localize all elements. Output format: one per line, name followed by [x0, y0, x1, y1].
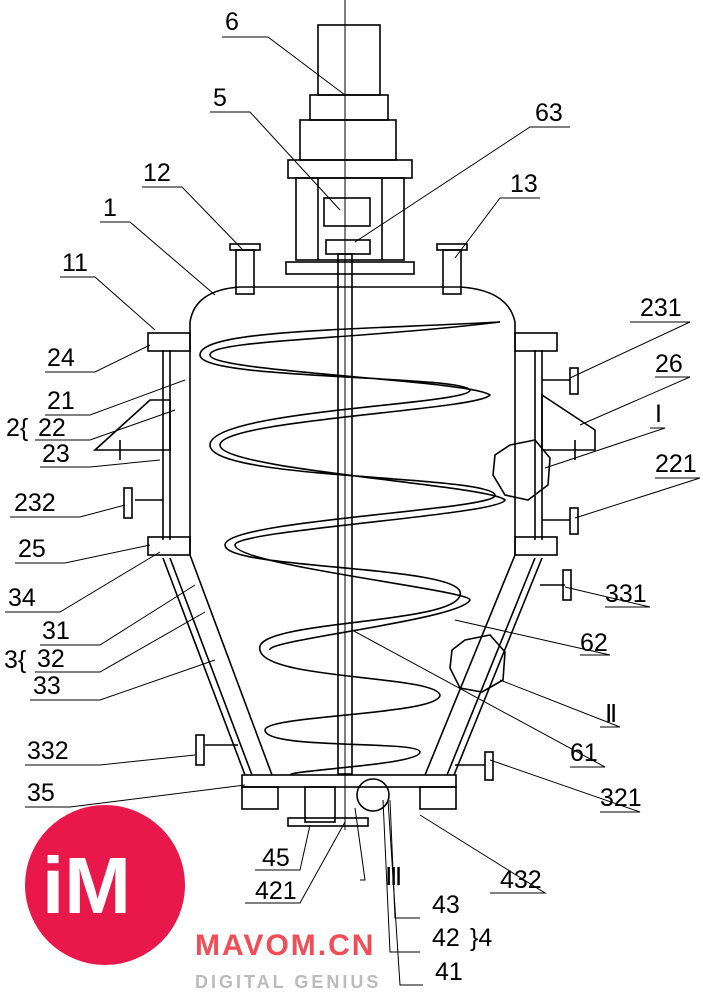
watermark-logo: [25, 805, 185, 965]
nozzle-13: [436, 243, 468, 295]
label-11: 11: [62, 249, 88, 277]
seal: [325, 239, 371, 255]
label-32: 32: [37, 645, 65, 673]
label-I: I: [655, 400, 662, 428]
label-4: }4: [470, 924, 492, 952]
label-6: 6: [225, 8, 239, 36]
label-42: 42: [432, 924, 460, 952]
label-3: 3{: [4, 646, 26, 674]
label-2: 2{: [6, 414, 28, 442]
label-62: 62: [580, 629, 608, 657]
watermark: iM MAVOM.CN DIGITAL GENIUS: [25, 805, 381, 992]
label-12: 12: [143, 159, 171, 187]
label-22: 22: [38, 414, 66, 442]
label-332: 332: [27, 737, 69, 765]
label-13: 13: [510, 170, 538, 198]
watermark-tagline: DIGITAL GENIUS: [195, 972, 381, 992]
label-33: 33: [33, 672, 61, 700]
leader-lines: [5, 36, 701, 986]
label-432: 432: [500, 866, 542, 894]
label-232: 232: [14, 489, 56, 517]
label-21: 21: [47, 387, 75, 415]
label-231: 231: [640, 294, 682, 322]
label-34: 34: [8, 584, 36, 612]
label-23: 23: [42, 440, 70, 468]
top-plate: [285, 261, 415, 275]
detail-II-marker: [449, 634, 506, 693]
coupling: [323, 197, 371, 227]
watermark-logo-text: iM: [42, 841, 131, 930]
label-45: 45: [262, 844, 290, 872]
label-5: 5: [213, 84, 227, 112]
label-331: 331: [605, 580, 647, 608]
label-43: 43: [432, 891, 460, 919]
cylinder-body: [92, 322, 596, 556]
cone-body: [162, 554, 572, 781]
nozzle-12: [229, 243, 261, 295]
bottom-outlet: [241, 774, 457, 827]
label-25: 25: [18, 535, 46, 563]
label-26: 26: [655, 350, 683, 378]
label-221: 221: [655, 450, 697, 478]
detail-I-marker: [492, 439, 551, 501]
label-24: 24: [47, 344, 75, 372]
label-63: 63: [535, 99, 563, 127]
label-61: 61: [570, 739, 598, 767]
label-321: 321: [600, 784, 642, 812]
label-421: 421: [255, 877, 297, 905]
top-head: [189, 286, 516, 323]
spiral-ribbon: [199, 321, 506, 776]
label-II: Ⅱ: [605, 700, 617, 728]
label-41: 41: [435, 958, 463, 986]
label-35: 35: [27, 779, 55, 807]
motor: [287, 24, 413, 261]
watermark-site: MAVOM.CN: [195, 929, 375, 962]
label-1: 1: [103, 194, 117, 222]
stirring-shaft: [337, 253, 353, 775]
label-III: Ⅲ: [385, 863, 402, 891]
label-31: 31: [42, 617, 70, 645]
